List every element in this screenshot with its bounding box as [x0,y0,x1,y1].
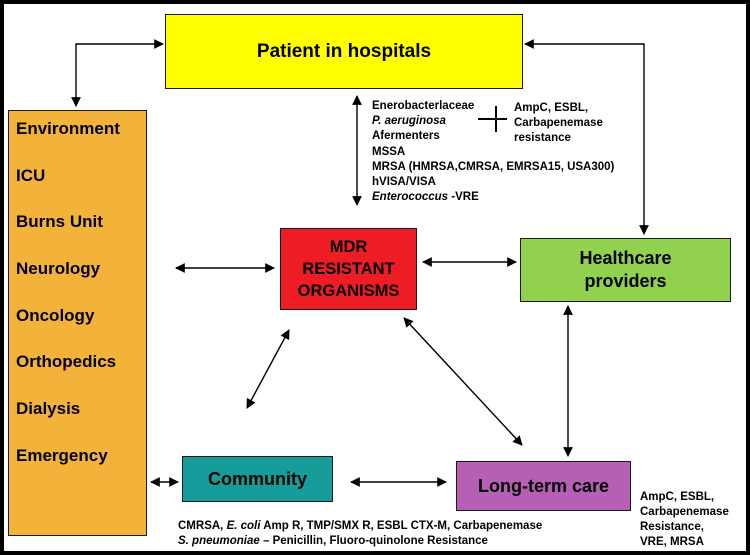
community-org-spneumoniae: S. pneumoniae [178,535,260,547]
org-enterobacteriaceae: Enerobacterlaceae [372,100,475,112]
org-enterococcus-species: Enterococcus [372,191,449,203]
community-org-cmrsa: CMRSA, [178,520,227,532]
mdr-label-line3: ORGANISMS [297,282,400,300]
org-enterococcus-suffix: -VRE [448,191,479,203]
ltc-organisms-line2: Carbapenemase [640,506,729,518]
unit-orthopedics: Orthopedics [16,352,117,371]
community-org-ecoli-resistance: Amp R, TMP/SMX R, ESBL CTX-M, Carbapenem… [260,520,543,532]
community-label: Community [208,468,307,489]
org-enterococcus: Enterococcus -VRE [372,190,479,204]
community-organisms-line2: S. pneumoniae – Penicillin, Fluoro-quino… [178,534,488,548]
mdr-organisms-node: MDR RESISTANT ORGANISMS [280,228,417,310]
community-node: Community [182,456,333,502]
arrow-mdr-longterm [403,317,523,446]
org-afermenters: Afermenters [372,130,440,142]
community-organisms-line1: CMRSA, E. coli Amp R, TMP/SMX R, ESBL CT… [178,519,542,533]
ltc-organisms-line4: VRE, MRSA [640,536,704,548]
unit-dialysis: Dialysis [16,399,81,418]
patient-in-hospitals-node: Patient in hospitals [165,14,523,89]
unit-emergency: Emergency [16,446,108,465]
healthcare-providers-node: Healthcare providers [520,238,731,302]
mdr-label-line2: RESISTANT [302,260,395,278]
long-term-care-node: Long-term care [456,461,631,511]
healthcare-label-line2: providers [584,271,667,291]
arrow-mdr-community [246,329,290,409]
hospital-units-node: Environment ICU Burns Unit Neurology Onc… [8,110,147,536]
long-term-care-label: Long-term care [477,475,610,496]
unit-burns: Burns Unit [16,212,103,231]
unit-oncology: Oncology [16,306,95,325]
arrow-patient-healthcare [524,39,649,235]
patient-in-hospitals-label: Patient in hospitals [256,40,432,62]
arrow-patient-units [71,39,164,107]
org-mssa: MSSA [372,146,406,158]
mdr-label-line1: MDR [329,238,368,256]
community-org-ecoli: E. coli [226,520,261,532]
org-hvisa: hVISA/VISA [372,176,436,188]
org-p-aeruginosa: P. aeruginosa [372,115,446,127]
unit-environment: Environment [16,119,120,138]
unit-neurology: Neurology [16,259,101,278]
unit-icu: ICU [16,166,46,185]
community-org-spneumoniae-resistance: – Penicillin, Fluoro-quinolone Resistanc… [259,535,488,547]
healthcare-label-line1: Healthcare [579,248,672,268]
ltc-organisms-line3: Resistance, [640,521,704,533]
ltc-organisms-line1: AmpC, ESBL, [640,491,715,503]
